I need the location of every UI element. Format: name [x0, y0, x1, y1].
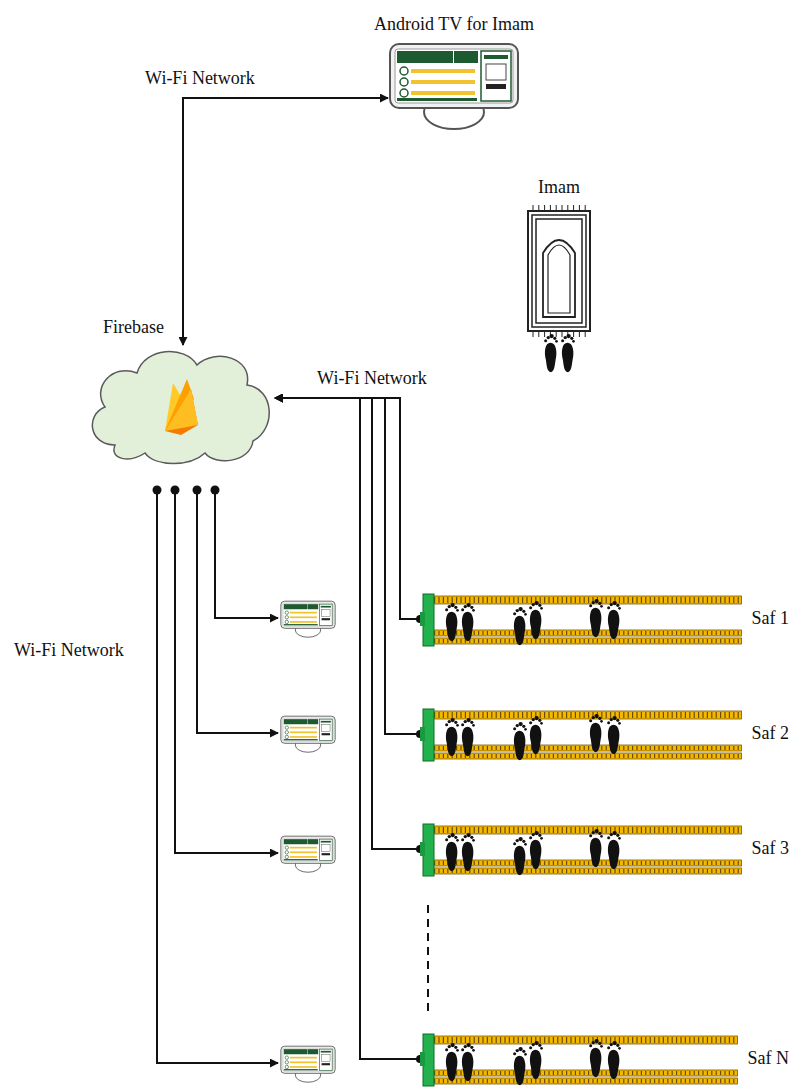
saf-shape [420, 590, 795, 648]
wire [175, 490, 278, 853]
tv-shape [388, 42, 520, 130]
saf-shape [420, 820, 795, 878]
connector-label: Wi-Fi Network [143, 68, 257, 90]
row-mat-drawing [420, 709, 742, 761]
saf-shape [420, 1030, 795, 1088]
tv-icon [281, 601, 335, 637]
connector [275, 398, 420, 619]
row-mat-drawing [420, 824, 742, 876]
row-label: Saf N [748, 1048, 790, 1070]
tv-icon [390, 44, 518, 129]
tv-icon [281, 1046, 335, 1082]
row-mat-drawing [420, 1034, 738, 1086]
tv-display: Android TV for Imam [388, 42, 520, 130]
node-heading: Android TV for Imam [374, 14, 534, 36]
row-sensor: Saf N [420, 1030, 795, 1088]
screen-wires [157, 490, 278, 1063]
wire-dot [193, 486, 202, 495]
mat-drawing [528, 205, 590, 372]
prayer-mat: Imam [527, 205, 591, 385]
row-label: Saf 1 [752, 608, 790, 630]
connector [275, 398, 420, 1059]
row-mat-drawing [420, 594, 742, 646]
mat-shape [527, 205, 591, 385]
cloud-shape [85, 345, 275, 467]
saf-shape [420, 705, 795, 763]
connector [183, 98, 388, 345]
connector [275, 398, 420, 849]
wire-dot [171, 486, 180, 495]
row-sensor: Saf 2 [420, 705, 795, 763]
wire [215, 490, 278, 618]
node-heading: Firebase [103, 317, 164, 339]
network-label: Wi-Fi Network [12, 640, 126, 662]
wire-dot [211, 486, 220, 495]
node-heading: Imam [538, 177, 580, 199]
wire-dot [153, 486, 162, 495]
connector [275, 398, 420, 734]
wire-dots [153, 486, 220, 495]
cloud-drawing [92, 352, 269, 464]
wire [197, 490, 278, 733]
cloud-database: Firebase [85, 345, 275, 467]
row-label: Saf 2 [752, 723, 790, 745]
tv-icon [281, 716, 335, 752]
wire [157, 490, 278, 1063]
tv-icon [281, 836, 335, 872]
row-sensor: Saf 3 [420, 820, 795, 878]
row-label: Saf 3 [752, 838, 790, 860]
connector-label: Wi-Fi Network [315, 368, 429, 390]
ellipsis-dashes [427, 905, 429, 1015]
row-sensor: Saf 1 [420, 590, 795, 648]
